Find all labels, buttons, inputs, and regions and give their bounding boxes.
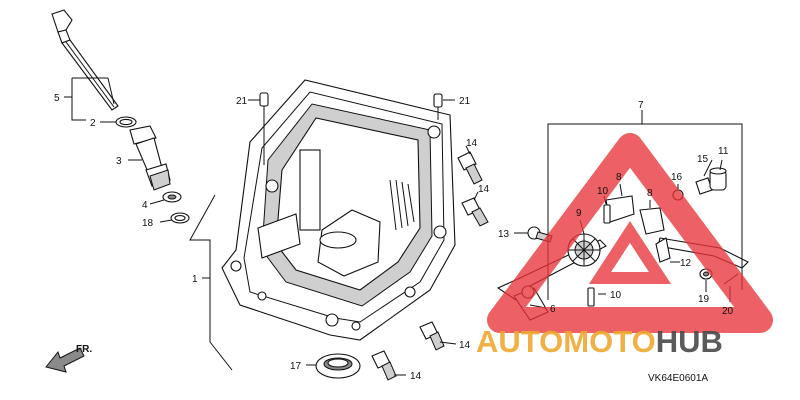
- callout-10-lower: 10: [610, 290, 622, 301]
- automotohub-watermark: [487, 133, 773, 333]
- callout-7: 7: [638, 100, 644, 111]
- callout-11: 11: [718, 146, 729, 157]
- watermark-triangle-icon: [487, 133, 773, 333]
- watermark-moto: MOTO: [563, 324, 655, 359]
- dowel-pin-right: [433, 93, 443, 108]
- callout-21-right: 21: [459, 96, 471, 107]
- callout-20: 20: [722, 306, 734, 317]
- callout-17: 17: [290, 361, 302, 372]
- watermark-hub: HUB: [656, 324, 723, 359]
- callout-13: 13: [498, 229, 510, 240]
- dowel-pin-left: [259, 92, 269, 107]
- front-label: FR.: [76, 344, 92, 355]
- callout-2: 2: [90, 118, 96, 129]
- bolt-bottom: [371, 350, 397, 381]
- callout-10-upper: 10: [597, 186, 609, 197]
- callout-19: 19: [698, 294, 710, 305]
- tube-seal: [162, 191, 182, 203]
- bolt-upper-right: [457, 151, 483, 185]
- callout-1: 1: [192, 274, 198, 285]
- callout-14-bottom: 14: [410, 371, 422, 382]
- callout-12: 12: [680, 258, 692, 269]
- callout-6: 6: [550, 304, 556, 315]
- callouts: 5 2 3 4 18 1 21 21 14 14 14 14 13 17 7 1…: [54, 93, 734, 382]
- filler-tube: [129, 125, 171, 191]
- callout-18: 18: [142, 218, 154, 229]
- watermark-text: AUTOMOTOHUB: [476, 324, 723, 359]
- callout-15: 15: [697, 154, 709, 165]
- callout-4: 4: [142, 200, 148, 211]
- callout-8-upper: 8: [616, 172, 622, 183]
- callout-14-lower: 14: [459, 340, 471, 351]
- leader-lines: [64, 77, 743, 376]
- oil-seal: [315, 353, 361, 379]
- callout-8-mid: 8: [647, 188, 653, 199]
- callout-9: 9: [576, 208, 582, 219]
- callout-14-right: 14: [478, 184, 490, 195]
- tube-o-ring: [170, 212, 190, 224]
- front-direction-arrow: FR.: [45, 344, 92, 373]
- watermark-auto: AUTO: [476, 324, 563, 359]
- crankcase-cover: [221, 79, 456, 341]
- callout-21-left: 21: [236, 96, 248, 107]
- callout-16: 16: [671, 172, 683, 183]
- callout-14-upper: 14: [466, 138, 478, 149]
- dipstick-o-ring: [115, 116, 137, 128]
- bolt-lower: [419, 321, 445, 351]
- dipstick: [51, 9, 119, 111]
- callout-5: 5: [54, 93, 60, 104]
- diagram-code: VK64E0601A: [648, 373, 708, 384]
- bolt-right: [461, 197, 489, 227]
- callout-3: 3: [116, 156, 122, 167]
